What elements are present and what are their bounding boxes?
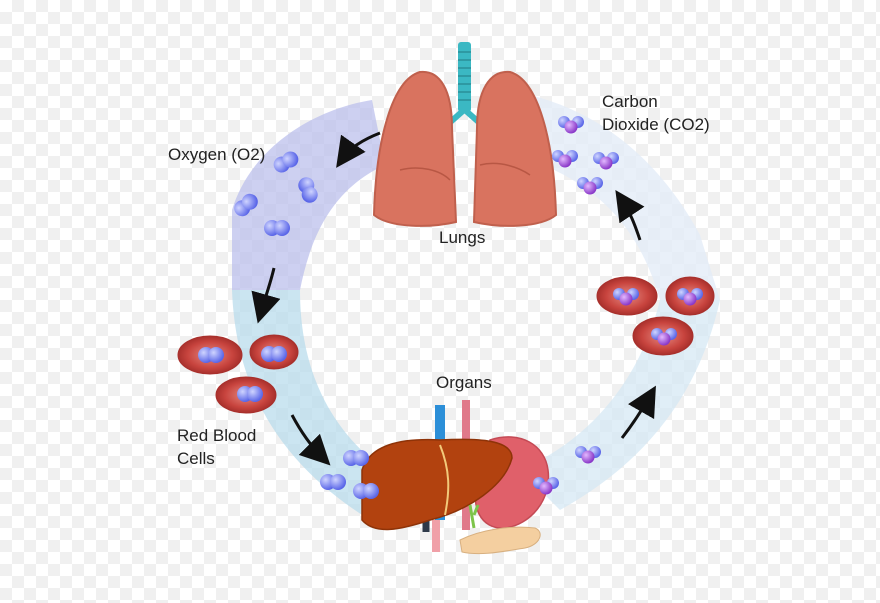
- lungs-label: Lungs: [439, 228, 486, 247]
- red-blood-cells-label: Red Blood Cells: [177, 426, 257, 468]
- carbon-dioxide-label: Carbon Dioxide (CO2): [602, 92, 710, 134]
- red-blood-cell-icon: [632, 316, 694, 356]
- red-blood-cells-deoxygenated: [596, 276, 715, 356]
- arrow-icon: [336, 131, 381, 168]
- molecule-icon: [343, 450, 369, 466]
- red-blood-cell-icon: [215, 376, 277, 414]
- molecule-icon: [264, 220, 290, 236]
- arrow-icon: [290, 414, 331, 466]
- molecule-icon: [320, 474, 346, 490]
- organs-label: Organs: [436, 373, 492, 392]
- molecule-icon: [353, 483, 379, 499]
- red-blood-cell-icon: [596, 276, 658, 316]
- organs-icon: [361, 400, 550, 555]
- flow-arrows: [251, 131, 656, 466]
- red-blood-cell-icon: [665, 276, 715, 316]
- lungs-icon: [372, 42, 558, 227]
- red-blood-cells-oxygenated: [177, 334, 299, 414]
- arrow-icon: [615, 190, 645, 241]
- arrow-icon: [251, 267, 281, 324]
- red-blood-cell-icon: [177, 335, 243, 375]
- red-blood-cell-icon: [249, 334, 299, 370]
- oxygen-label: Oxygen (O2): [168, 145, 266, 164]
- arrow-icon: [620, 385, 656, 439]
